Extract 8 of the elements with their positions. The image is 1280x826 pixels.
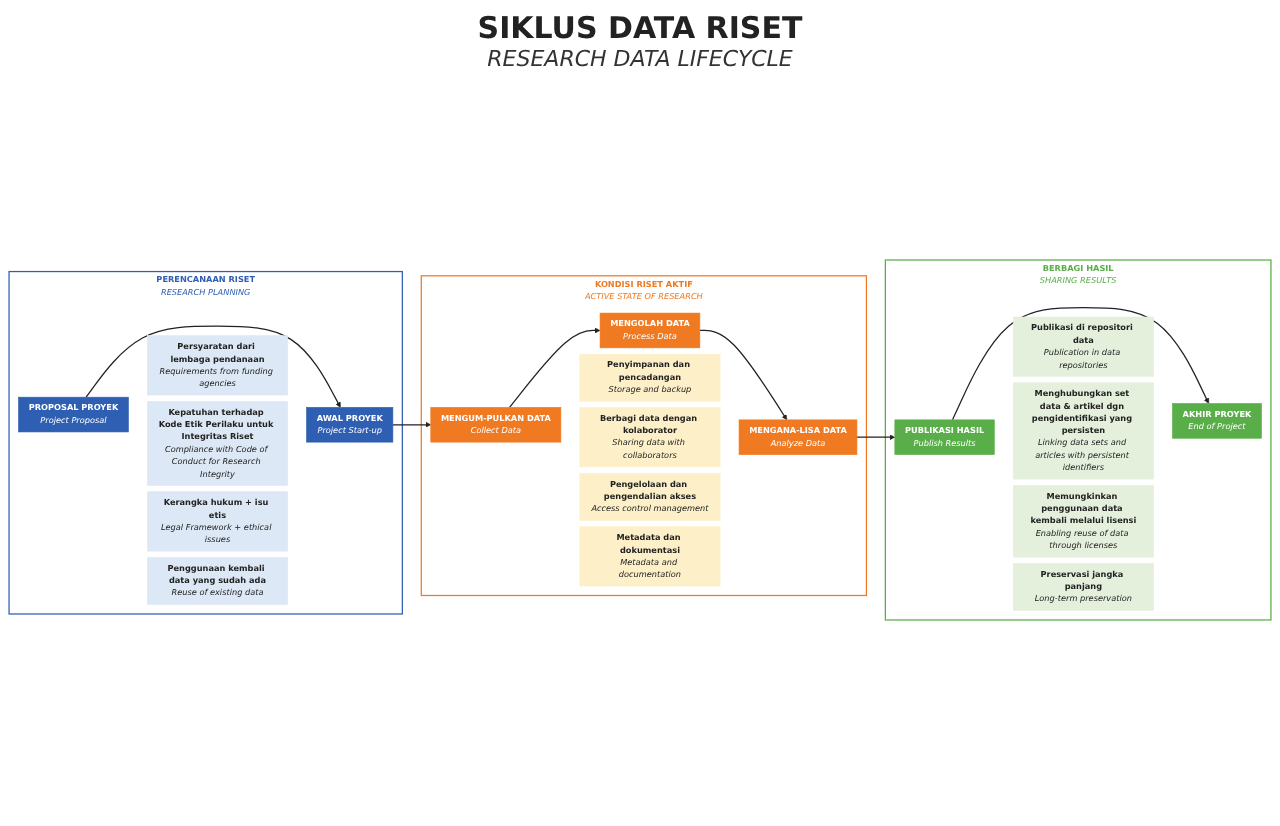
- arrow: [856, 434, 896, 440]
- subtitle: RESEARCH DATA LIFECYCLE: [487, 46, 793, 72]
- arrow: [508, 327, 601, 408]
- diagram-title: SIKLUS DATA RISET: [477, 10, 803, 46]
- arrow: [85, 325, 341, 408]
- arrow: [699, 329, 788, 421]
- arrow: [392, 422, 432, 428]
- arrow: [951, 306, 1210, 421]
